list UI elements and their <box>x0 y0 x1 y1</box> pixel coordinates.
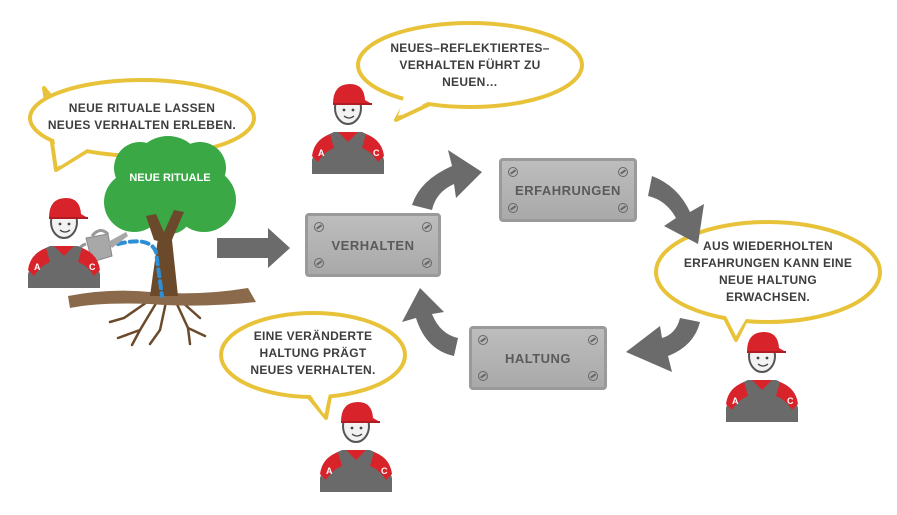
bubble-reflektiert <box>356 21 584 122</box>
shoulder-letter-a: A <box>318 148 325 158</box>
bubble-line: AUS WIEDERHOLTEN <box>703 239 833 253</box>
person-top-icon <box>311 83 385 175</box>
arrow-verhalten-to-erfahrungen <box>412 150 482 210</box>
screw-icon <box>422 258 432 268</box>
screw-icon <box>314 258 324 268</box>
bubble-haltung <box>219 311 407 420</box>
bubble-line: NEUE RITUALE LASSEN <box>68 101 216 115</box>
bubble-reflektiert-text: NEUES–REFLEKTIERTES– VERHALTEN FÜHRT ZU … <box>366 40 574 91</box>
arrow-tree-to-verhalten <box>217 228 290 268</box>
bubble-wiederholt <box>654 220 882 342</box>
screw-icon <box>588 335 598 345</box>
bubble-line: ERWACHSEN. <box>725 290 811 304</box>
plate-verhalten: VERHALTEN <box>305 213 441 277</box>
bubble-line: NEUE HALTUNG <box>718 273 818 287</box>
shoulder-letter-c: C <box>787 396 794 406</box>
plate-haltung-label: HALTUNG <box>504 350 572 366</box>
person-bottom-icon <box>319 401 393 493</box>
bubble-line: HALTUNG PRÄGT <box>259 346 367 360</box>
arrow-to-haltung <box>626 318 700 372</box>
bubble-line: NEUES–REFLEKTIERTES– <box>390 41 550 55</box>
shoulder-letter-a: A <box>326 466 333 476</box>
plate-verhalten-label: VERHALTEN <box>331 237 415 253</box>
bubble-line: NEUES VERHALTEN ERLEBEN. <box>47 118 237 132</box>
bubble-line: VERHALTEN FÜHRT ZU <box>399 58 541 72</box>
bubble-line: EINE VERÄNDERTE <box>253 329 373 343</box>
tree <box>68 136 256 347</box>
screw-icon <box>588 371 598 381</box>
screw-icon <box>508 167 518 177</box>
bubble-line: ERFAHRUNGEN KANN EINE <box>683 256 853 270</box>
shoulder-letter-c: C <box>381 466 388 476</box>
arrow-erfahrungen-down <box>648 176 704 244</box>
tree-label: NEUE RITUALE <box>129 172 211 184</box>
screw-icon <box>314 222 324 232</box>
shoulder-letter-c: C <box>89 262 96 272</box>
plate-haltung: HALTUNG <box>469 326 607 390</box>
person-right-icon <box>725 331 799 423</box>
screw-icon <box>618 203 628 213</box>
bubble-haltung-text: EINE VERÄNDERTE HALTUNG PRÄGT NEUES VERH… <box>230 328 396 379</box>
shoulder-letter-a: A <box>732 396 739 406</box>
screw-icon <box>478 335 488 345</box>
screw-icon <box>618 167 628 177</box>
bubble-line: NEUES VERHALTEN. <box>250 363 376 377</box>
plate-erfahrungen: ERFAHRUNGEN <box>499 158 637 222</box>
screw-icon <box>508 203 518 213</box>
bubble-wiederholt-text: AUS WIEDERHOLTEN ERFAHRUNGEN KANN EINE N… <box>666 238 870 306</box>
screw-icon <box>478 371 488 381</box>
screw-icon <box>422 222 432 232</box>
shoulder-letter-a: A <box>34 262 41 272</box>
arrow-haltung-to-verhalten <box>402 288 458 356</box>
plate-erfahrungen-label: ERFAHRUNGEN <box>515 182 621 198</box>
bubble-line: NEUEN… <box>442 75 498 89</box>
cycle-arrows <box>217 150 704 372</box>
shoulder-letter-c: C <box>373 148 380 158</box>
bubble-rituale-text: NEUE RITUALE LASSEN NEUES VERHALTEN ERLE… <box>40 100 244 134</box>
